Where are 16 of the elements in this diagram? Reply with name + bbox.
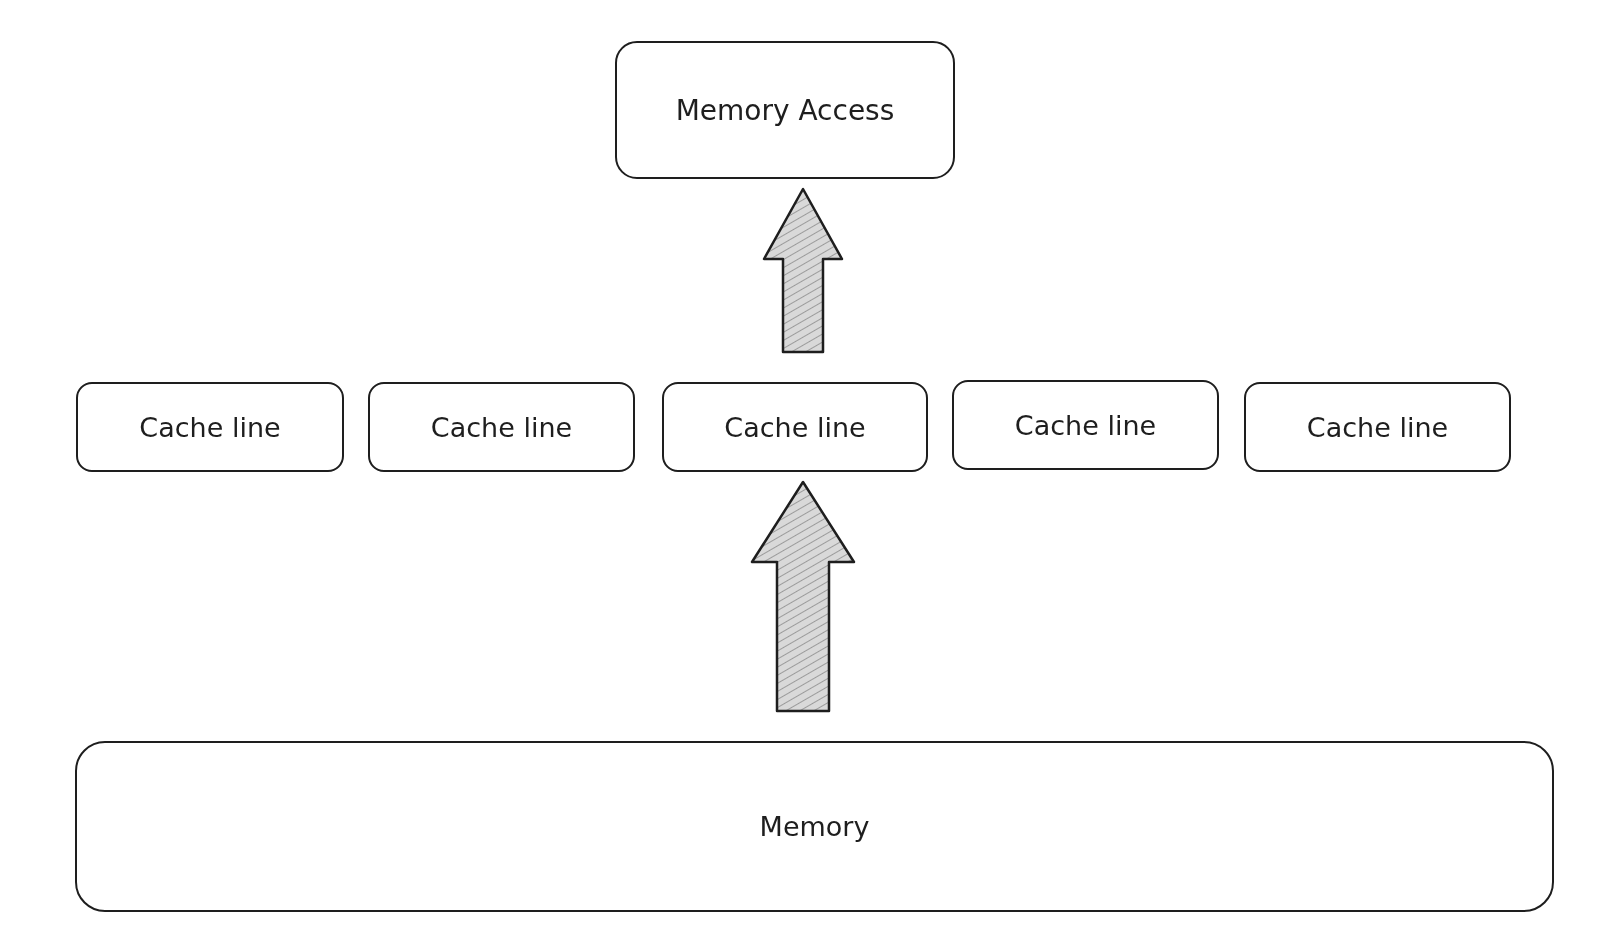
block-arrow: [762, 187, 844, 354]
rounded-box: [75, 741, 1554, 912]
rounded-box: [952, 380, 1219, 470]
box-label: Cache line: [1306, 411, 1449, 443]
box-label: Cache line: [1014, 409, 1157, 441]
rounded-box: [368, 382, 635, 472]
box-label: Cache line: [430, 411, 573, 443]
rounded-box: [1244, 382, 1511, 472]
box-label: Memory Access: [675, 93, 895, 127]
box-label: Memory: [759, 811, 870, 842]
box-label: Cache line: [724, 411, 866, 443]
rounded-box: [662, 382, 928, 472]
rounded-box: [615, 41, 955, 179]
box-label: Cache line: [139, 411, 281, 443]
block-arrow: [750, 480, 856, 713]
rounded-box: [76, 382, 344, 472]
